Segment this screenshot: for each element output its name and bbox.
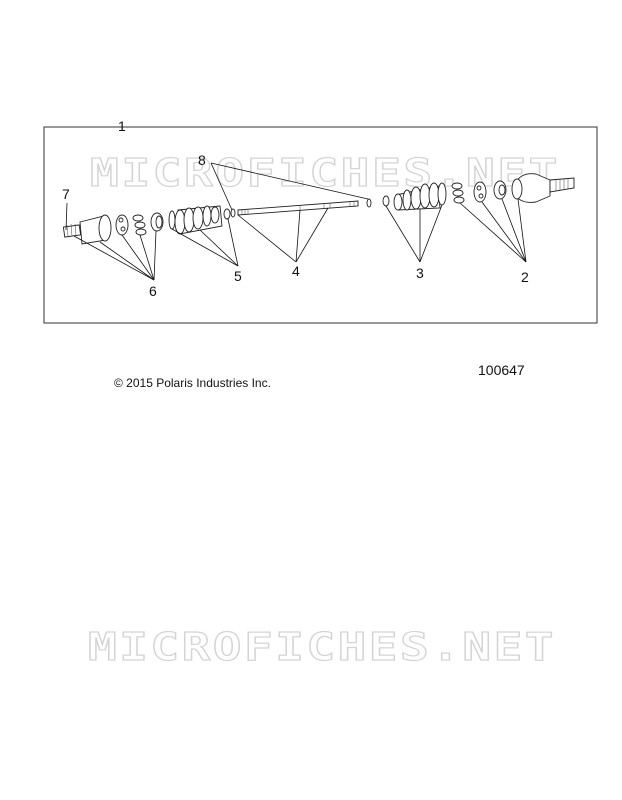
callout-2: 2 (521, 269, 529, 285)
callout-8: 8 (198, 152, 206, 168)
outer-cv-joint-group (451, 173, 575, 204)
callout-7: 7 (62, 186, 70, 202)
callout-3: 3 (416, 265, 424, 281)
watermark-top: MICROFICHES.NET (90, 151, 560, 195)
outer-boot-group (382, 182, 447, 211)
callout-1: 1 (118, 118, 126, 134)
copyright-notice: © 2015 Polaris Industries Inc. (114, 376, 271, 390)
callout-4: 4 (292, 263, 300, 279)
diagram-frame (43, 126, 598, 324)
axle-shaft (237, 198, 372, 216)
callout-5: 5 (234, 268, 242, 284)
inner-cv-joint-group (62, 212, 164, 245)
leader-lines (65, 162, 527, 281)
watermark-bottom: MICROFICHES.NET (88, 625, 556, 669)
inner-boot-group (168, 205, 236, 235)
figure-number: 100647 (478, 362, 525, 378)
callout-6: 6 (149, 283, 157, 299)
